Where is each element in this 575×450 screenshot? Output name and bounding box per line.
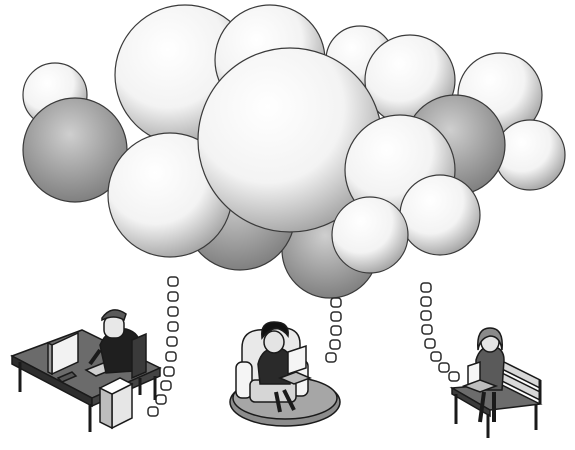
cloud-icon (23, 5, 565, 298)
armchair-user (230, 322, 340, 426)
connection-chain-left (148, 277, 178, 416)
bench-user (452, 328, 540, 438)
connection-chain-middle (326, 298, 341, 362)
connection-chain-right (421, 283, 459, 381)
desk-user (12, 310, 160, 432)
